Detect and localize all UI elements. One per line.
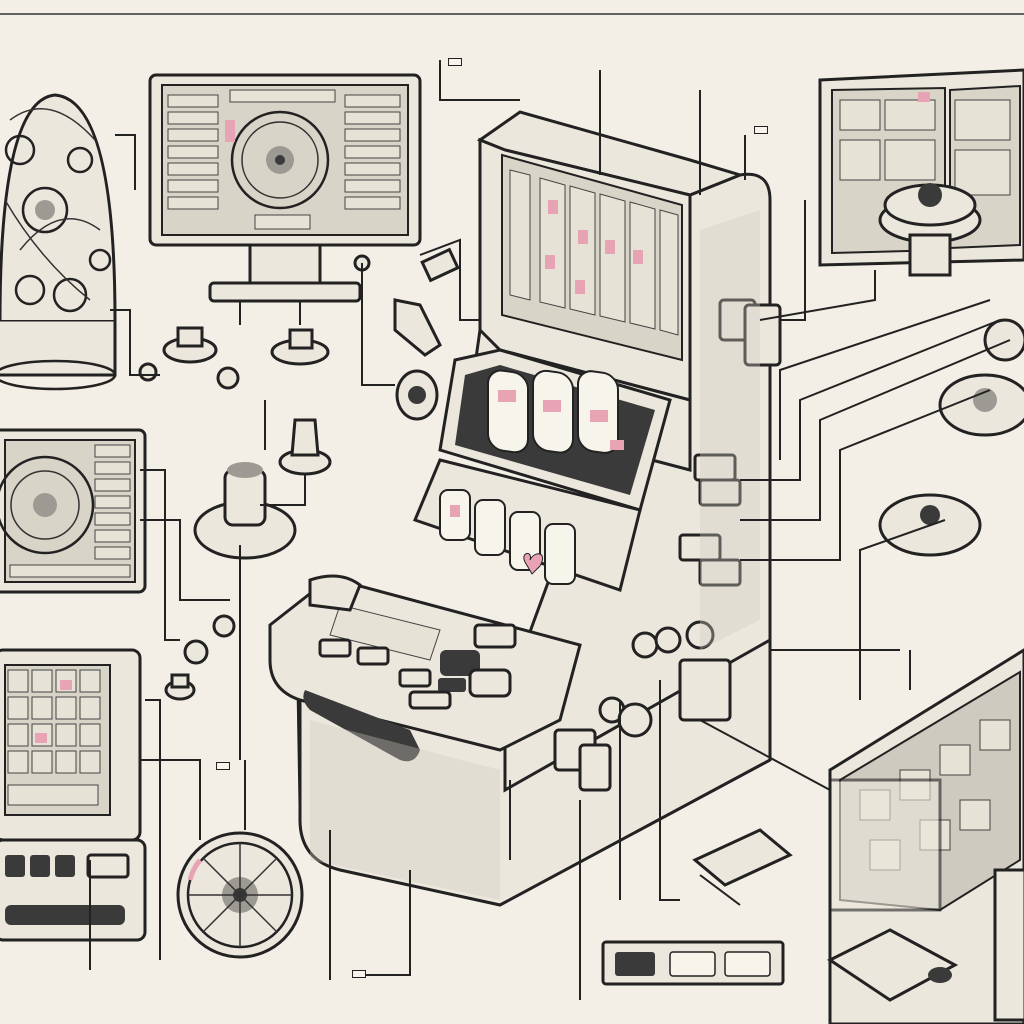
mechanical-dome-icon xyxy=(0,93,117,391)
top-monitor-icon xyxy=(148,73,422,303)
leader-lines xyxy=(89,60,1011,1000)
circuit-board-icon xyxy=(828,648,1024,1024)
dial-assembly-icon xyxy=(164,418,332,701)
console-tablet-icon xyxy=(0,648,147,942)
label-top-center-box xyxy=(448,58,462,66)
reel-wheel-icon xyxy=(176,831,304,959)
card-tray-icon xyxy=(692,828,959,1002)
label-top-right-small-box xyxy=(754,126,768,134)
side-display-panel-icon xyxy=(0,428,147,594)
button-strip-icon xyxy=(601,940,785,986)
slot-machine-icon xyxy=(268,110,782,907)
label-bottom-center-box xyxy=(352,970,366,978)
label-small-tag xyxy=(216,762,230,770)
knob-icons xyxy=(138,247,460,421)
